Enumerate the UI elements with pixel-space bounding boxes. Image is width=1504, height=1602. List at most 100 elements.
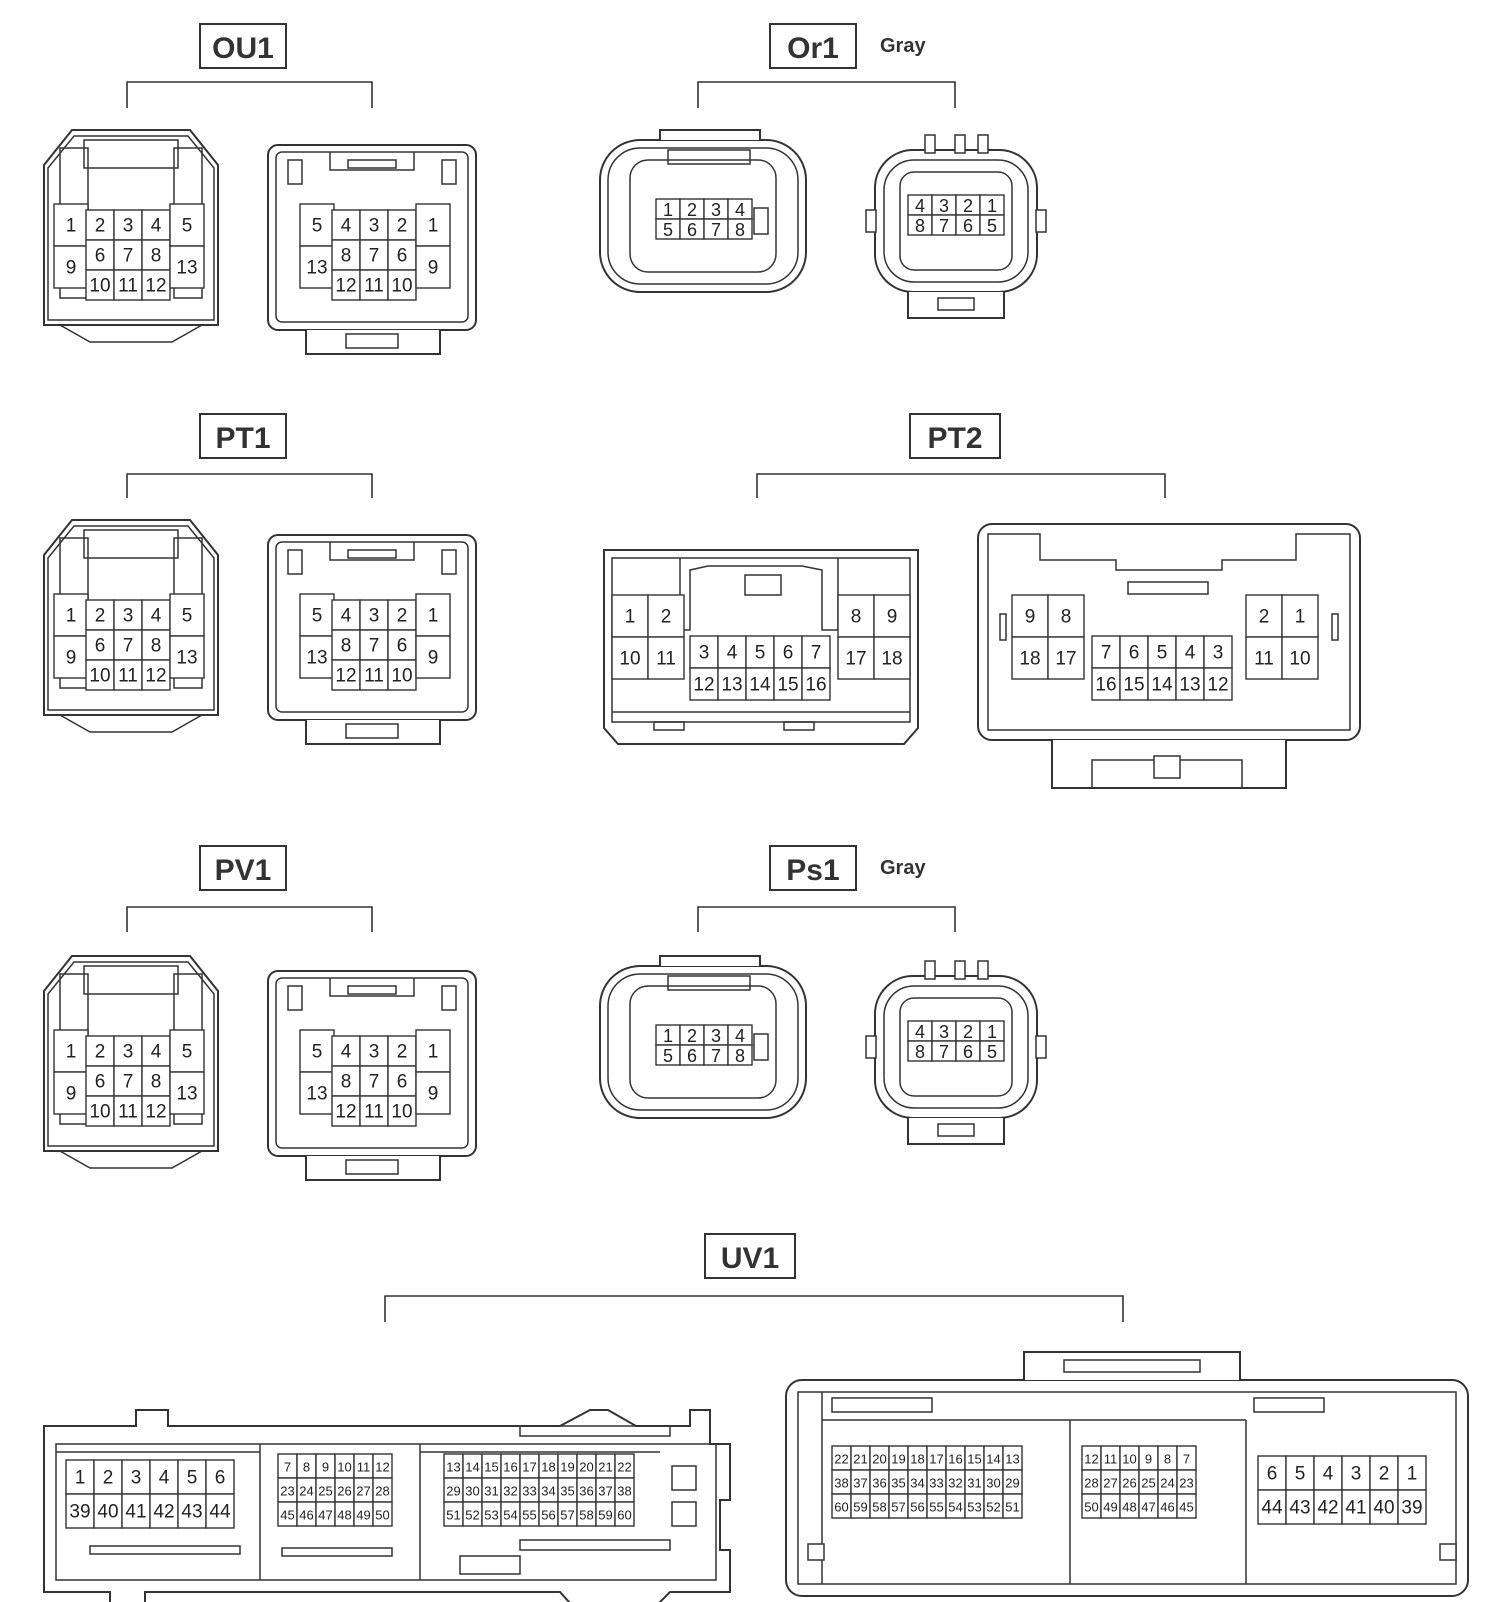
- pins-ou1-female-left: 19: [53, 203, 89, 289]
- pin-cell: [299, 245, 335, 289]
- pin-number: 5: [663, 1046, 673, 1066]
- pin-number: 8: [915, 216, 925, 236]
- pin-cell: [1245, 636, 1283, 680]
- pin-number: 26: [1122, 1476, 1136, 1491]
- pin-number: 7: [711, 220, 721, 240]
- pin-number: 2: [1259, 607, 1270, 628]
- pin-number: 58: [579, 1508, 593, 1523]
- pin-number: 14: [465, 1460, 479, 1475]
- pin-number: 5: [312, 1042, 323, 1063]
- pin-number: 47: [1141, 1500, 1155, 1515]
- pin-cell: [979, 214, 1005, 236]
- pin-number: 18: [910, 1452, 924, 1467]
- pin-number: 44: [209, 1502, 231, 1523]
- pin-number: 58: [872, 1500, 886, 1515]
- pin-number: 43: [181, 1502, 202, 1523]
- pin-number: 12: [335, 276, 356, 297]
- pin-cell: [53, 635, 89, 679]
- pin-number: 3: [131, 1468, 142, 1489]
- pin-cell: [299, 1029, 335, 1073]
- pins-pv1-female-left: 19: [53, 1029, 89, 1115]
- pin-number: 7: [284, 1460, 291, 1475]
- pin-number: 18: [541, 1460, 555, 1475]
- pin-number: 11: [1254, 649, 1274, 670]
- bracket-ps1: [697, 906, 956, 932]
- connector-label-or1: Or1: [787, 32, 839, 65]
- pin-cell: [611, 594, 649, 638]
- pin-cell: [1257, 1455, 1287, 1491]
- connector-label-uv1: UV1: [721, 1242, 779, 1275]
- pin-cell: [169, 245, 205, 289]
- bracket-pt2: [756, 473, 1166, 498]
- pin-number: 1: [66, 1042, 77, 1063]
- pin-number: 45: [1179, 1500, 1193, 1515]
- pin-number: 8: [1061, 607, 1072, 628]
- pin-number: 5: [312, 216, 323, 237]
- pin-number: 10: [391, 1102, 412, 1123]
- pin-number: 5: [182, 606, 193, 627]
- pin-number: 21: [853, 1452, 867, 1467]
- pin-number: 9: [428, 258, 439, 279]
- pin-number: 7: [1101, 643, 1112, 664]
- pin-cell: [141, 239, 171, 271]
- pin-cell: [1091, 667, 1121, 701]
- pin-number: 37: [598, 1484, 612, 1499]
- pin-number: 21: [598, 1460, 612, 1475]
- pin-number: 35: [560, 1484, 574, 1499]
- pin-number: 16: [503, 1460, 517, 1475]
- pin-cell: [1257, 1489, 1287, 1525]
- pin-number: 12: [145, 1102, 166, 1123]
- pin-number: 37: [853, 1476, 867, 1491]
- pin-cell: [331, 209, 361, 241]
- pin-number: 10: [89, 276, 110, 297]
- pin-cell: [745, 667, 775, 701]
- pin-number: 7: [711, 1046, 721, 1066]
- pin-cell: [113, 1065, 143, 1097]
- pin-cell: [93, 1459, 123, 1495]
- pin-number: 12: [145, 276, 166, 297]
- pin-cell: [647, 594, 685, 638]
- pin-number: 18: [881, 649, 902, 670]
- pins-ou1-male-right: 19: [415, 203, 451, 289]
- pin-number: 4: [151, 216, 162, 237]
- pin-cell: [773, 635, 803, 669]
- pin-number: 10: [1289, 649, 1310, 670]
- pin-cell: [205, 1459, 235, 1495]
- pin-number: 49: [356, 1508, 370, 1523]
- pin-number: 4: [735, 200, 745, 220]
- pin-cell: [177, 1493, 207, 1529]
- connector-label-pt2: PT2: [927, 422, 982, 455]
- pin-cell: [53, 245, 89, 289]
- pin-number: 6: [95, 636, 106, 657]
- pin-number: 27: [356, 1484, 370, 1499]
- pin-number: 5: [1295, 1464, 1306, 1485]
- pin-number: 8: [735, 1046, 745, 1066]
- pin-number: 10: [391, 666, 412, 687]
- pins-pt1-male-left: 513: [299, 593, 335, 679]
- pin-number: 13: [176, 648, 197, 669]
- pin-number: 36: [872, 1476, 886, 1491]
- pin-number: 11: [364, 666, 384, 687]
- pin-number: 50: [375, 1508, 389, 1523]
- pin-cell: [85, 239, 115, 271]
- pin-number: 25: [318, 1484, 332, 1499]
- pin-number: 25: [1141, 1476, 1155, 1491]
- pin-number: 8: [303, 1460, 310, 1475]
- pin-number: 1: [663, 1026, 673, 1046]
- label-pv1: PV1: [199, 845, 287, 891]
- pin-number: 32: [948, 1476, 962, 1491]
- pin-number: 16: [805, 675, 826, 696]
- pins-ou1-male-left: 513: [299, 203, 335, 289]
- pin-number: 4: [159, 1468, 170, 1489]
- pin-cell: [359, 659, 389, 691]
- pin-cell: [299, 593, 335, 637]
- pin-number: 51: [446, 1508, 460, 1523]
- pin-cell: [1147, 635, 1177, 669]
- pin-number: 8: [341, 636, 352, 657]
- pin-number: 54: [948, 1500, 962, 1515]
- pin-number: 4: [1185, 643, 1196, 664]
